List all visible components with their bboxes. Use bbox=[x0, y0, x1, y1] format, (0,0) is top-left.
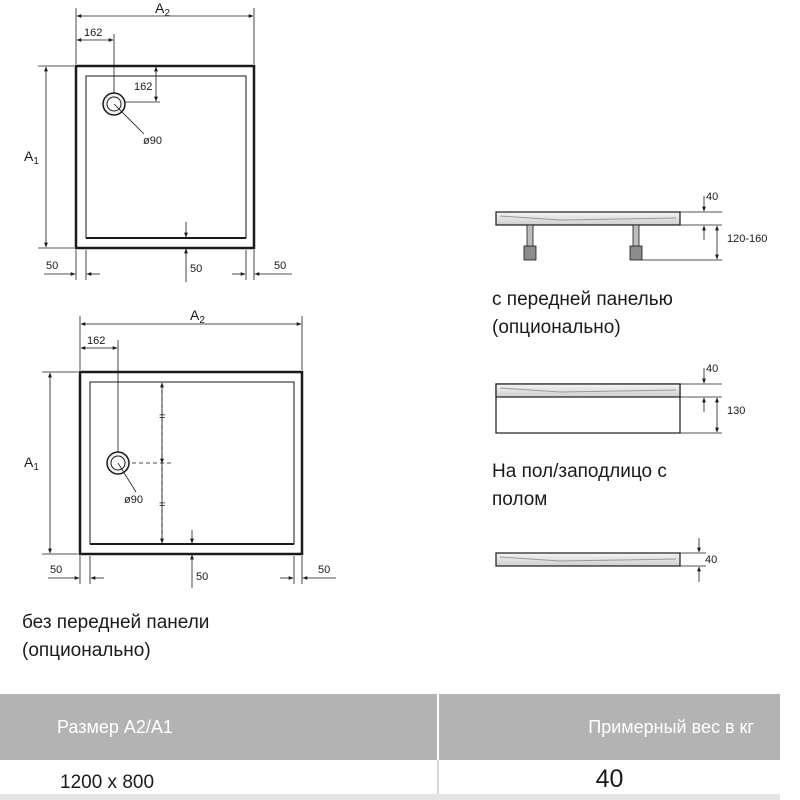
tray-outline-square bbox=[74, 64, 256, 250]
side1-height-dim: 120-160 bbox=[727, 233, 767, 245]
side-view-flush: 40 bbox=[495, 538, 717, 582]
drain-top bbox=[102, 92, 145, 135]
caption-front-line2: (опционально) bbox=[492, 317, 621, 338]
side1-top-dim: 40 bbox=[706, 191, 718, 203]
table-row: 1200 x 800 40 bbox=[0, 760, 780, 794]
tray-slab-3 bbox=[495, 552, 681, 567]
tray-slab-1 bbox=[495, 211, 681, 226]
table-bottom-band bbox=[0, 794, 780, 800]
height-label-top: A1 bbox=[24, 148, 39, 167]
side2-top-dim: 40 bbox=[706, 363, 718, 375]
side-view-front-panel: 40 120-160 bbox=[495, 191, 767, 261]
cell-size: 1200 x 800 bbox=[0, 760, 439, 794]
margin-center-top: 50 bbox=[190, 263, 202, 275]
spec-table-header: Размер A2/A1 Примерный вес в кг bbox=[0, 694, 780, 760]
caption-floor: На пол/заподлицо с полом bbox=[492, 458, 667, 514]
drain-label-bottom: ø90 bbox=[124, 494, 143, 506]
caption-floor-line1: На пол/заподлицо с bbox=[492, 461, 667, 482]
plan-square: A2 A1 162 162 ø90 50 50 bbox=[24, 0, 292, 282]
technical-drawing: A2 A1 162 162 ø90 50 50 bbox=[24, 0, 767, 588]
side2-height-dim: 130 bbox=[727, 405, 745, 417]
caption-floor-line2: полом bbox=[492, 489, 548, 510]
margin-right-bottom: 50 bbox=[318, 564, 330, 576]
equal-mark-1: = bbox=[159, 411, 165, 423]
caption-front-line1: с передней панелью bbox=[492, 289, 673, 310]
spec-table: Размер A2/A1 Примерный вес в кг 1200 x 8… bbox=[0, 694, 780, 794]
tray-outline-rect bbox=[78, 370, 304, 556]
leg-left bbox=[523, 224, 537, 261]
width-label-top: A2 bbox=[155, 0, 170, 19]
width-label-bottom: A2 bbox=[190, 307, 205, 326]
equal-mark-2: = bbox=[159, 499, 165, 511]
drain-bottom bbox=[106, 451, 137, 493]
cell-weight: 40 bbox=[595, 765, 624, 793]
header-weight: Примерный вес в кг bbox=[438, 694, 780, 760]
margin-left-top: 50 bbox=[46, 260, 58, 272]
caption-nofront-line1: без передней панели bbox=[22, 612, 210, 633]
margin-right-top: 50 bbox=[274, 260, 286, 272]
caption-no-front-panel: без передней панели (опционально) bbox=[22, 609, 209, 665]
header-size: Размер A2/A1 bbox=[0, 694, 439, 760]
offset-y-top: 162 bbox=[134, 81, 152, 93]
caption-nofront-line2: (опционально) bbox=[22, 640, 151, 661]
margin-center-bottom: 50 bbox=[196, 571, 208, 583]
caption-front-panel: с передней панелью (опционально) bbox=[492, 286, 673, 342]
side3-top-dim: 40 bbox=[705, 554, 717, 566]
height-label-bottom: A1 bbox=[24, 454, 39, 473]
drain-label-top: ø90 bbox=[143, 135, 162, 147]
offset-x-top: 162 bbox=[84, 27, 102, 39]
leg-right bbox=[629, 224, 643, 261]
offset-x-bottom: 162 bbox=[87, 335, 105, 347]
plan-rectangular: A2 A1 162 = = ø90 50 50 bbox=[24, 307, 336, 588]
side-view-floor: 40 130 bbox=[495, 363, 745, 434]
margin-left-bottom: 50 bbox=[50, 564, 62, 576]
